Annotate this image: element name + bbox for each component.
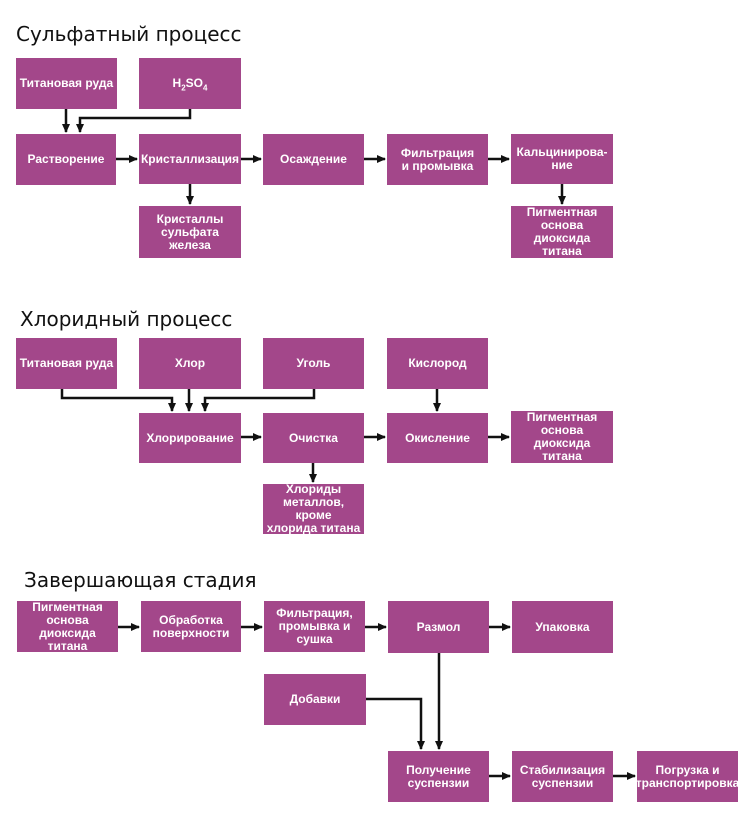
box-oxygen: Кислород: [387, 338, 488, 389]
box-dissolution: Растворение: [16, 134, 116, 185]
box-chlorine: Хлор: [139, 338, 241, 389]
box-label: Растворение: [27, 152, 105, 166]
box-calcination: Кальцинирова- ние: [511, 134, 613, 184]
box-label: Хлор: [174, 356, 206, 370]
box-label-formula: H2SO4: [172, 76, 208, 93]
box-surface-treatment: Обработка поверхности: [141, 601, 241, 652]
section-title-finishing: Завершающая стадия: [24, 568, 257, 592]
section-title-chloride: Хлоридный процесс: [20, 307, 233, 331]
box-chloride-pigment: Пигментная основа диоксида титана: [511, 411, 613, 463]
box-metal-chlorides: Хлориды металлов, кроме хлорида титана: [263, 482, 364, 535]
box-label: Фильтрация, промывка и сушка: [276, 606, 353, 646]
box-sulfate-titanium-ore: Титановая руда: [16, 58, 117, 109]
box-label: Погрузка и транспортировка: [635, 762, 740, 790]
box-coal: Уголь: [263, 338, 364, 389]
box-label: Хлорирование: [146, 430, 234, 445]
box-filtration-washing-drying: Фильтрация, промывка и сушка: [264, 601, 365, 652]
box-precipitation: Осаждение: [263, 134, 364, 185]
box-label: Пигментная основа диоксида титана: [526, 410, 598, 463]
box-finishing-pigment: Пигментная основа диоксида титана: [17, 599, 118, 653]
box-sulfate-pigment: Пигментная основа диоксида титана: [511, 206, 613, 258]
box-sulfuric-acid: H2SO4: [139, 58, 241, 109]
box-label: Упаковка: [535, 619, 590, 634]
box-iron-sulfate-crystals: Кристаллы сульфата железа: [139, 206, 241, 258]
box-label: Стабилизация суспензии: [519, 762, 606, 790]
box-additives: Добавки: [264, 674, 366, 725]
box-label: Пигментная основа диоксида титана: [526, 205, 598, 258]
arrow-sulfate-acid-to-dissolution: [76, 109, 192, 133]
box-label: Окисление: [405, 430, 470, 445]
section-title-sulfate: Сульфатный процесс: [16, 22, 242, 46]
box-label: Уголь: [296, 356, 331, 370]
box-chloride-titanium-ore: Титановая руда: [16, 338, 117, 389]
box-purification: Очистка: [263, 413, 364, 463]
box-label: Осаждение: [280, 152, 347, 166]
arrow-chloride-ore-to-chlorination: [60, 389, 176, 412]
box-label: Пигментная основа диоксида титана: [32, 599, 103, 653]
box-label: Фильтрация и промывка: [400, 145, 475, 173]
box-label: Обработка поверхности: [152, 612, 230, 640]
box-label: Кристаллизация: [140, 151, 240, 166]
arrow-additives-to-suspension: [366, 697, 425, 750]
box-oxidation: Окисление: [387, 413, 488, 463]
box-milling: Размол: [388, 601, 489, 653]
box-label: Размол: [416, 619, 461, 634]
box-label: Титановая руда: [19, 76, 114, 90]
box-crystallization: Кристаллизация: [139, 134, 241, 184]
box-chlorination: Хлорирование: [139, 413, 241, 463]
box-stabilization: Стабилизация суспензии: [512, 751, 613, 802]
arrow-coal-to-chlorination: [201, 389, 316, 412]
box-label: Кальцинирова- ние: [516, 145, 608, 172]
box-label: Хлориды металлов, кроме хлорида титана: [266, 482, 361, 535]
box-packaging: Упаковка: [512, 601, 613, 653]
box-suspension: Получение суспензии: [388, 751, 489, 802]
box-shipping: Погрузка и транспортировка: [635, 751, 740, 802]
box-sulfate-filtration: Фильтрация и промывка: [387, 134, 488, 185]
box-label: Кристаллы сульфата железа: [156, 211, 224, 252]
box-label: Титановая руда: [19, 356, 114, 370]
box-label: Кислород: [408, 356, 467, 370]
box-label: Получение суспензии: [406, 762, 471, 790]
box-label: Добавки: [289, 692, 341, 706]
box-label: Очистка: [289, 430, 338, 445]
